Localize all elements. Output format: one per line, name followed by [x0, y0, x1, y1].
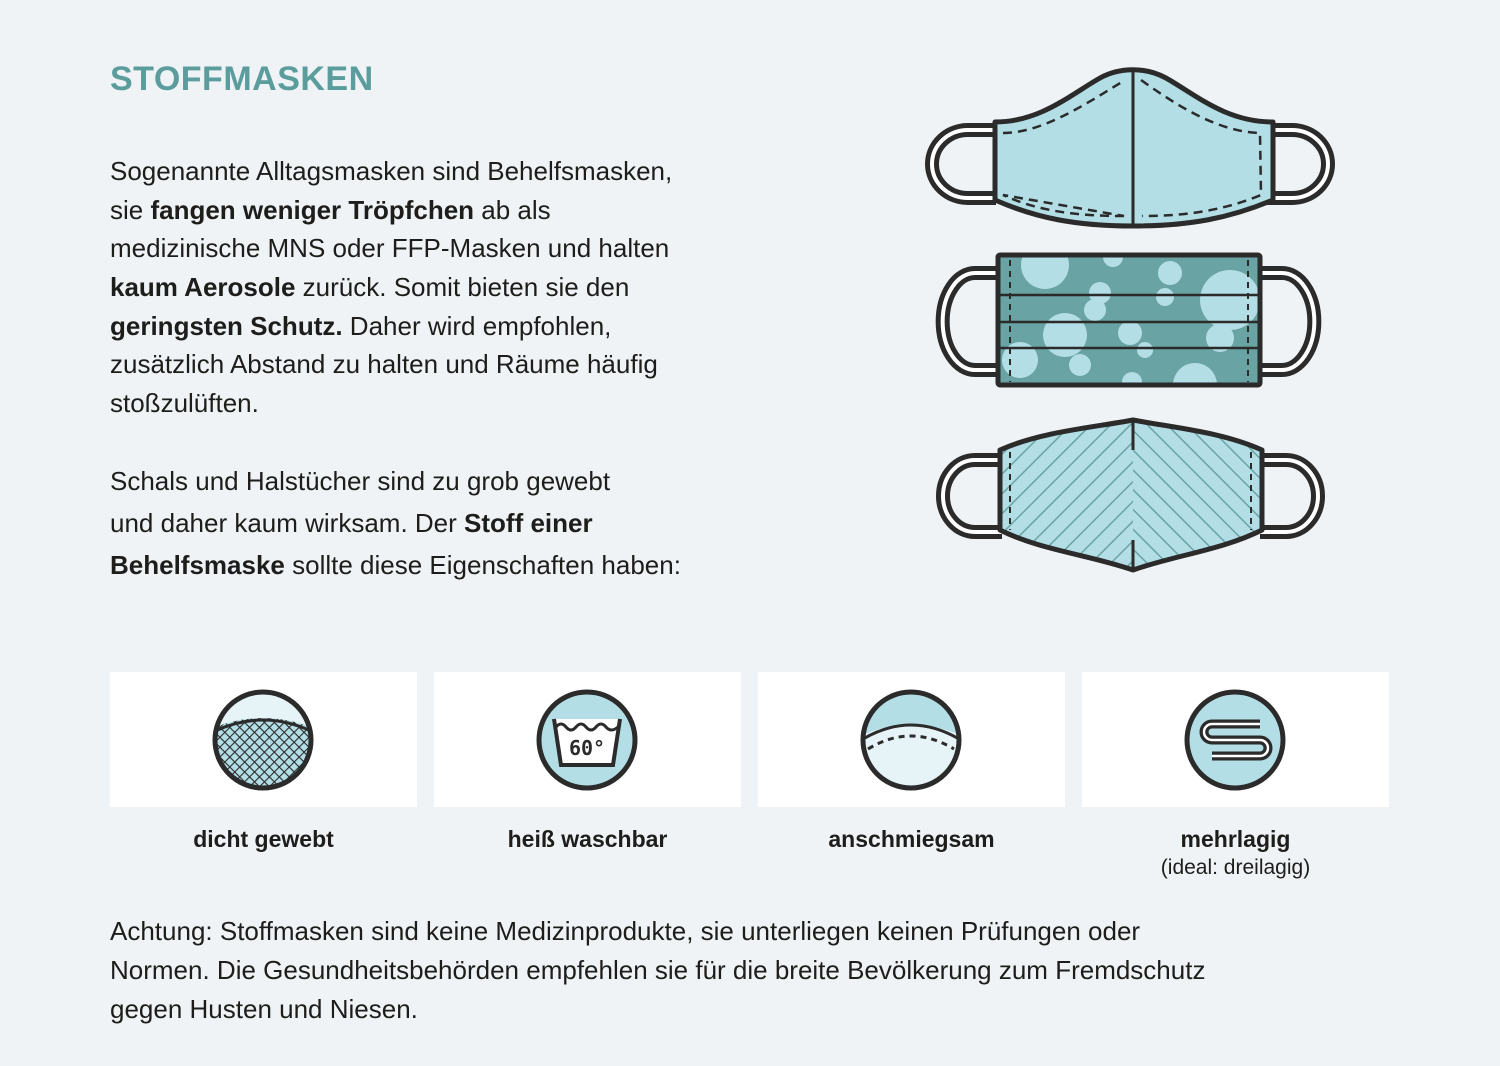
intro-paragraph: Sogenannte Alltagsmasken sind Behelfsmas…	[110, 152, 672, 423]
masks-illustration	[925, 67, 1335, 573]
property-label: anschmiegsam	[828, 826, 995, 852]
body-text: zusätzlich Abstand zu halten und Räume h…	[110, 349, 658, 380]
text-line: stoßzulüften.	[110, 384, 672, 423]
body-text: sie	[110, 194, 151, 225]
text-line: Schals und Halstücher sind zu grob geweb…	[110, 460, 681, 502]
property-card-layers	[1082, 672, 1389, 807]
emphasis-text: Stoff einer	[464, 508, 593, 538]
body-text: gegen Husten und Niesen.	[110, 994, 418, 1024]
body-text: ab als	[474, 194, 551, 225]
page-title: STOFFMASKEN	[110, 60, 374, 98]
body-text: Schals und Halstücher sind zu grob geweb…	[110, 466, 611, 496]
property-label: mehrlagig	[1180, 826, 1291, 852]
property-card-snug	[758, 672, 1065, 807]
property-sublabel: (ideal: dreilagig)	[1160, 856, 1311, 879]
body-text: stoßzulüften.	[110, 388, 259, 419]
text-line: kaum Aerosole zurück. Somit bieten sie d…	[110, 268, 672, 307]
wash-60-icon: 60°	[536, 689, 638, 791]
body-text: sollte diese Eigenschaften haben:	[284, 550, 681, 580]
text-line: zusätzlich Abstand zu halten und Räume h…	[110, 345, 672, 384]
warning-note: Achtung: Stoffmasken sind keine Medizinp…	[110, 912, 1205, 1029]
chevron-mask-icon	[936, 417, 1325, 573]
text-line: und daher kaum wirksam. Der Stoff einer	[110, 502, 681, 544]
emphasis-text: Behelfsmaske	[110, 550, 285, 580]
text-line: Sogenannte Alltagsmasken sind Behelfsmas…	[110, 152, 672, 191]
snug-fit-icon	[860, 689, 962, 791]
pleated-mask-icon	[935, 252, 1322, 388]
body-text: zurück. Somit bieten sie den	[295, 272, 630, 303]
text-line: gegen Husten und Niesen.	[110, 990, 1205, 1029]
property-label: dicht gewebt	[193, 826, 334, 852]
curved-mask-icon	[925, 67, 1335, 229]
text-line: geringsten Schutz. Daher wird empfohlen,	[110, 307, 672, 346]
emphasis-text: kaum Aerosole	[110, 272, 296, 303]
body-text: medizinische MNS oder FFP-Masken und hal…	[110, 233, 670, 264]
body-text: Achtung: Stoffmasken sind keine Medizinp…	[110, 916, 1141, 946]
body-text: Sogenannte Alltagsmasken sind Behelfsmas…	[110, 156, 673, 186]
text-line: sie fangen weniger Tröpfchen ab als	[110, 191, 672, 230]
property-card-washable: 60°	[434, 672, 741, 807]
layers-icon	[1184, 689, 1286, 791]
body-text: und daher kaum wirksam. Der	[110, 508, 465, 538]
body-text: Normen. Die Gesundheitsbehörden empfehle…	[110, 955, 1206, 985]
wash-temperature: 60°	[569, 736, 605, 760]
text-line: Achtung: Stoffmasken sind keine Medizinp…	[110, 912, 1205, 951]
text-line: Behelfsmaske sollte diese Eigenschaften …	[110, 544, 681, 586]
fabric-paragraph: Schals und Halstücher sind zu grob geweb…	[110, 460, 681, 586]
property-card-dense	[110, 672, 417, 807]
property-label: heiß waschbar	[507, 826, 668, 852]
text-line: Normen. Die Gesundheitsbehörden empfehle…	[110, 951, 1205, 990]
text-line: medizinische MNS oder FFP-Masken und hal…	[110, 229, 672, 268]
emphasis-text: fangen weniger Tröpfchen	[150, 194, 475, 225]
dense-weave-icon	[212, 689, 314, 791]
emphasis-text: geringsten Schutz.	[110, 310, 343, 341]
body-text: Daher wird empfohlen,	[342, 310, 612, 341]
